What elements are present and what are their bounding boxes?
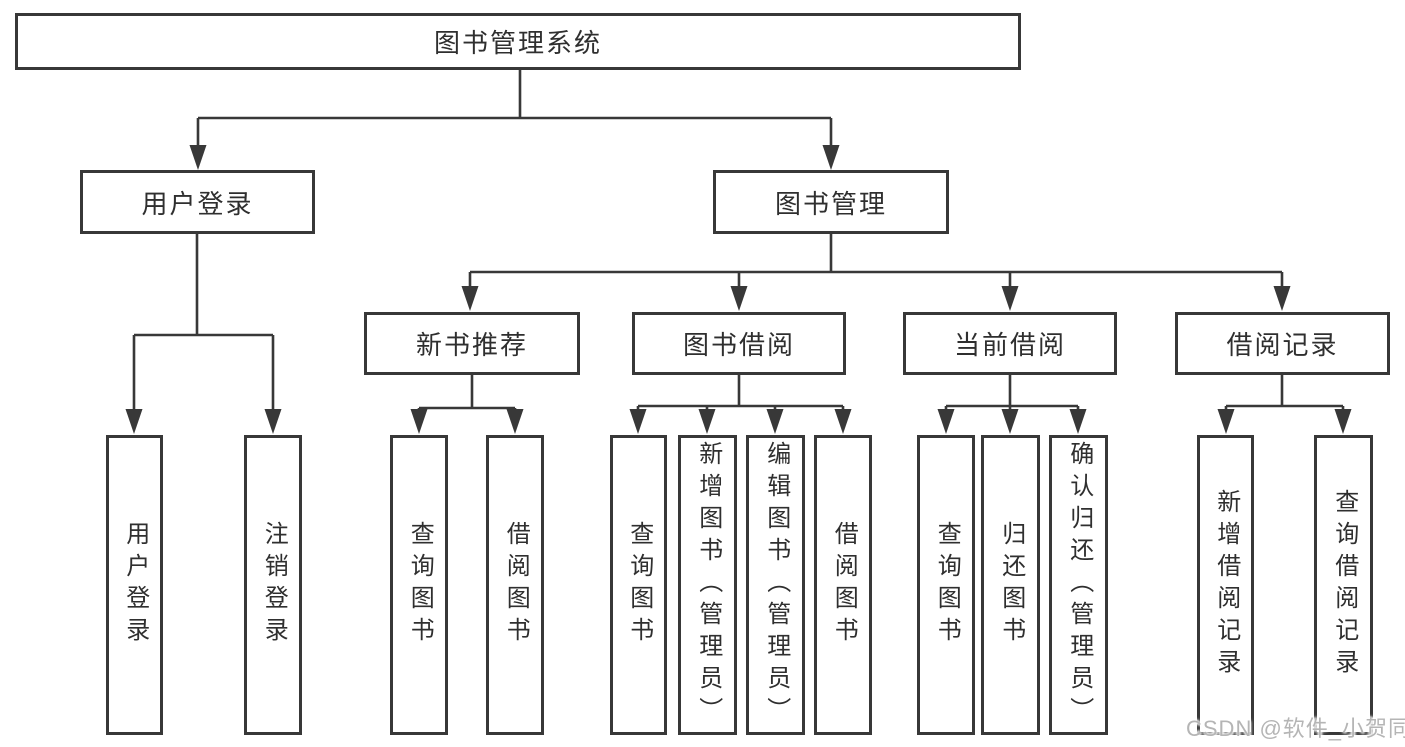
leaf-br-add-record-label: 新增借阅记录 bbox=[1212, 489, 1240, 681]
node-book-borrow-label: 图书借阅 bbox=[682, 330, 795, 360]
node-root: 图书管理系统 bbox=[15, 13, 1021, 70]
leaf-bb-edit-book: 编辑图书（管理员） bbox=[746, 435, 805, 735]
node-borrow-record: 借阅记录 bbox=[1175, 312, 1390, 375]
node-current-borrow: 当前借阅 bbox=[903, 312, 1117, 375]
leaf-cb-return-book-label: 归还图书 bbox=[997, 521, 1025, 649]
leaf-logout: 注销登录 bbox=[244, 435, 302, 735]
leaf-nb-borrow-book: 借阅图书 bbox=[486, 435, 544, 735]
csdn-watermark: CSDN @软件_小贺同学 bbox=[1186, 716, 1405, 741]
node-new-book-rec: 新书推荐 bbox=[364, 312, 580, 375]
leaf-nb-borrow-book-label: 借阅图书 bbox=[502, 521, 530, 649]
leaf-user-login: 用户登录 bbox=[106, 435, 163, 735]
leaf-br-query-record: 查询借阅记录 bbox=[1314, 435, 1373, 735]
leaf-nb-query-book-label: 查询图书 bbox=[406, 521, 434, 649]
leaf-bb-borrow-book-label: 借阅图书 bbox=[830, 521, 858, 649]
leaf-br-add-record: 新增借阅记录 bbox=[1197, 435, 1254, 735]
leaf-bb-edit-book-label: 编辑图书（管理员） bbox=[762, 441, 790, 729]
leaf-bb-query-book: 查询图书 bbox=[610, 435, 667, 735]
leaf-cb-confirm-return: 确认归还（管理员） bbox=[1049, 435, 1108, 735]
leaf-logout-label: 注销登录 bbox=[260, 521, 288, 649]
node-book-borrow: 图书借阅 bbox=[632, 312, 846, 375]
node-user-login-label: 用户登录 bbox=[141, 188, 254, 219]
leaf-cb-confirm-return-label: 确认归还（管理员） bbox=[1065, 441, 1093, 729]
leaf-user-login-label: 用户登录 bbox=[121, 521, 149, 649]
leaf-cb-query-book: 查询图书 bbox=[917, 435, 975, 735]
node-book-mgmt-label: 图书管理 bbox=[774, 188, 887, 219]
arrow-down-icons bbox=[125, 145, 1352, 434]
leaf-cb-return-book: 归还图书 bbox=[981, 435, 1040, 735]
leaf-bb-add-book-label: 新增图书（管理员） bbox=[694, 441, 722, 729]
leaf-bb-add-book: 新增图书（管理员） bbox=[678, 435, 737, 735]
leaf-cb-query-book-label: 查询图书 bbox=[933, 521, 961, 649]
node-new-book-rec-label: 新书推荐 bbox=[415, 330, 528, 360]
leaf-nb-query-book: 查询图书 bbox=[390, 435, 448, 735]
leaf-bb-query-book-label: 查询图书 bbox=[625, 521, 653, 649]
node-book-mgmt: 图书管理 bbox=[713, 170, 949, 234]
leaf-br-query-record-label: 查询借阅记录 bbox=[1330, 489, 1358, 681]
node-root-label: 图书管理系统 bbox=[433, 28, 602, 58]
node-user-login: 用户登录 bbox=[80, 170, 315, 234]
node-borrow-record-label: 借阅记录 bbox=[1226, 330, 1339, 360]
leaf-bb-borrow-book: 借阅图书 bbox=[814, 435, 872, 735]
node-current-borrow-label: 当前借阅 bbox=[953, 330, 1066, 360]
